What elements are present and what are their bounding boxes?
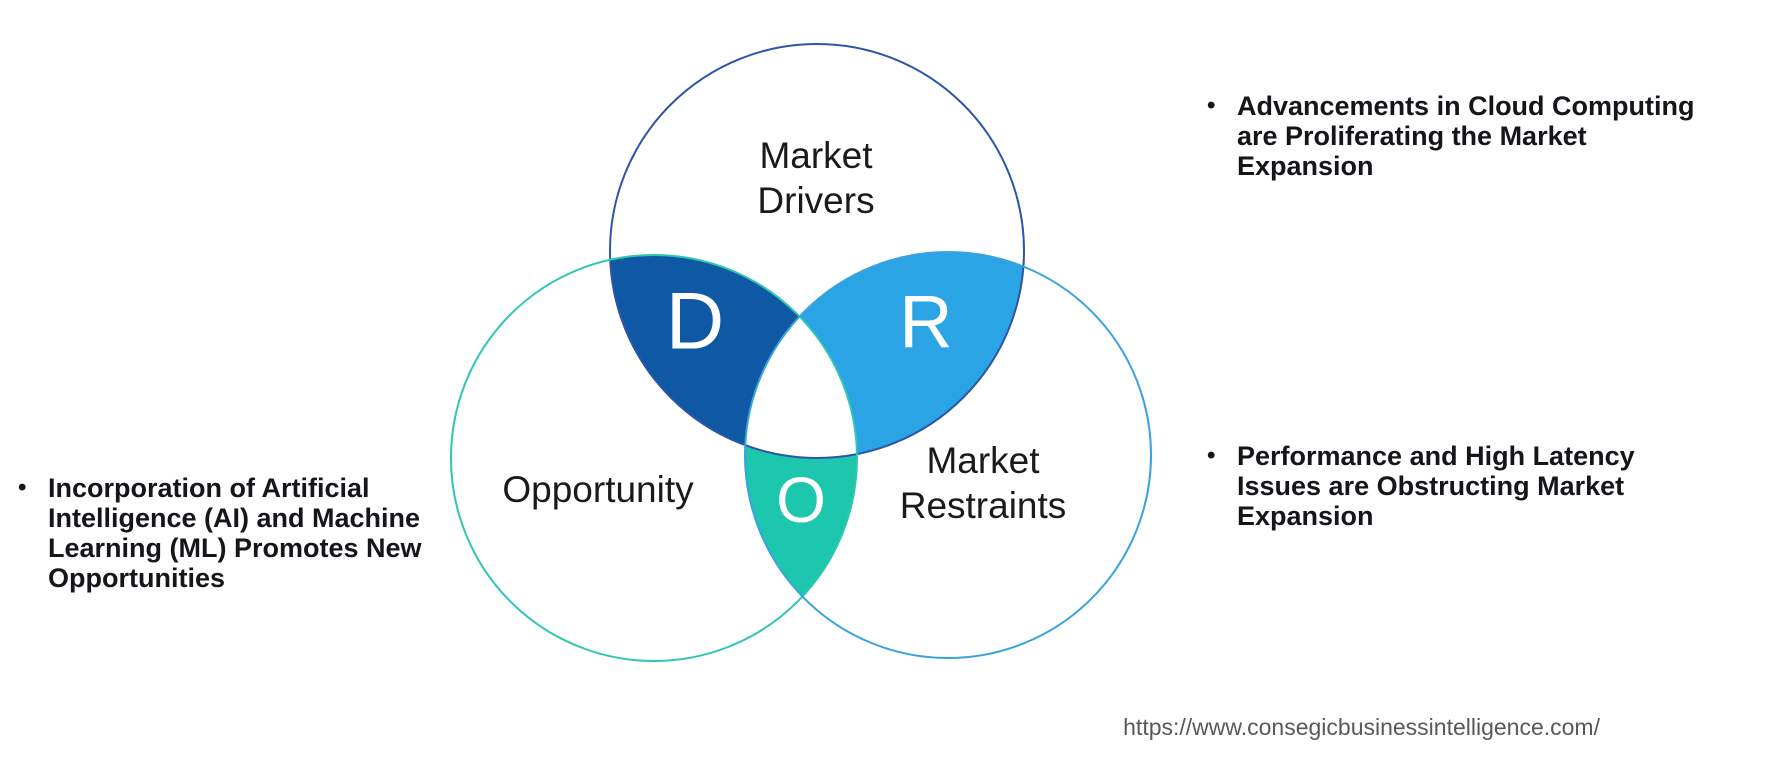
label-market-drivers-line2: Drivers	[757, 180, 875, 221]
bullet-left: • Incorporation of Artificial Intelligen…	[18, 473, 422, 593]
bullet-left-line4: Opportunities	[48, 563, 225, 593]
opportunity-circle	[450, 254, 858, 662]
bullet-left-line2: Intelligence (AI) and Machine	[48, 503, 421, 533]
label-market-drivers: Market Drivers	[757, 133, 874, 223]
label-market-restraints-line2: Restraints	[899, 485, 1067, 526]
bullet-bottom-right-line1: Performance and High Latency	[1237, 441, 1635, 471]
bullet-marker: •	[1207, 442, 1216, 469]
bullet-left-line1: Incorporation of Artificial	[48, 473, 370, 503]
label-market-restraints: Market Restraints	[900, 438, 1067, 528]
bullet-marker: •	[18, 474, 27, 501]
bullet-top-right-line2: are Proliferating the Market	[1237, 121, 1587, 151]
restraints-circle	[744, 251, 1152, 659]
bullet-bottom-right-line3: Expansion	[1237, 501, 1374, 531]
bullet-top-right: • Advancements in Cloud Computing are Pr…	[1207, 91, 1695, 181]
bullet-top-right-line1: Advancements in Cloud Computing	[1237, 91, 1695, 121]
bullet-marker: •	[1207, 92, 1216, 119]
intersection-letter-o: O	[776, 464, 826, 536]
intersection-letter-d: D	[665, 276, 725, 367]
drivers-opportunity-intersection	[610, 255, 857, 458]
label-opportunity-text: Opportunity	[502, 469, 694, 510]
label-market-restraints-line1: Market	[926, 440, 1040, 481]
bullet-bottom-right-line2: Issues are Obstructing Market	[1237, 471, 1625, 501]
label-market-drivers-line1: Market	[759, 135, 873, 176]
drivers-circle	[609, 43, 1025, 459]
footer-url: https://www.consegicbusinessintelligence…	[1123, 714, 1600, 740]
bullet-left-line3: Learning (ML) Promotes New	[48, 533, 422, 563]
bullet-top-right-line3: Expansion	[1237, 151, 1374, 181]
intersection-letter-r: R	[899, 280, 953, 363]
bullet-bottom-right: • Performance and High Latency Issues ar…	[1207, 441, 1635, 531]
label-opportunity: Opportunity	[502, 467, 693, 512]
